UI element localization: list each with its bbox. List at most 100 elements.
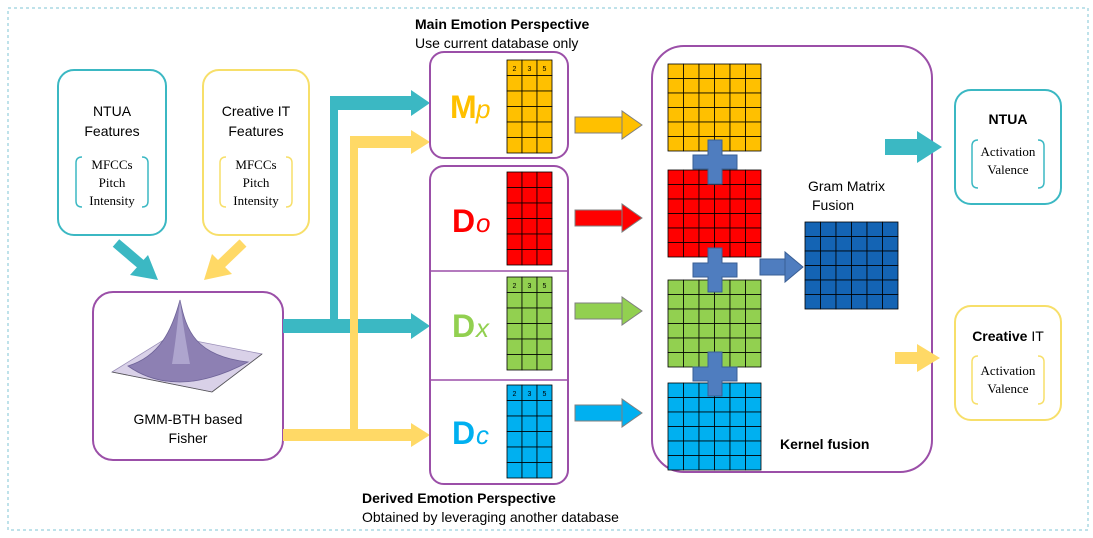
do-large-cell — [698, 184, 715, 200]
ntua-to-gmm-arrow — [112, 239, 158, 280]
gram-cell — [866, 250, 883, 266]
gram-cell — [851, 236, 868, 252]
mp-small-cell — [521, 90, 538, 107]
dc-large-cell — [683, 426, 700, 442]
gram-cell — [851, 265, 868, 281]
creative-feature-pitch: Pitch — [243, 175, 270, 190]
do-large-cell — [714, 184, 731, 200]
do-large-cell — [745, 198, 762, 214]
dx-small-cell — [506, 338, 523, 355]
mp-small-cell — [536, 90, 553, 107]
dc-small-cell — [536, 446, 553, 463]
do-large-cell — [729, 242, 746, 258]
dc-large-cell — [683, 397, 700, 413]
ntua-output-title: NTUA — [989, 111, 1028, 127]
dx-large-cell — [745, 279, 762, 295]
do-small-cell — [506, 233, 523, 250]
gram-cell — [882, 221, 899, 237]
creative-output-title-bold: Creative — [972, 328, 1027, 344]
mp-small-cell — [521, 106, 538, 123]
mp-large-cell — [698, 63, 715, 79]
gram-cell — [804, 236, 821, 252]
matrix-label-do: D o — [452, 203, 490, 239]
mp-small-cell — [536, 121, 553, 138]
dx-large-cell — [683, 323, 700, 339]
creative-output-valence: Valence — [987, 381, 1028, 396]
mp-small-cell — [506, 106, 523, 123]
derived-perspective-subtitle: Obtained by leveraging another database — [362, 509, 619, 525]
dc-small-cell — [521, 400, 538, 417]
creative-output-left-brace — [971, 355, 979, 405]
mp-small-header-label: 2 — [513, 66, 517, 73]
mp-large-cell — [729, 78, 746, 94]
mp-large-cell — [714, 78, 731, 94]
do-large-cell — [729, 169, 746, 185]
dc-large-cell — [667, 426, 684, 442]
gmm-label-line1: GMM-BTH based — [134, 411, 243, 427]
mp-large-cell — [698, 121, 715, 137]
mp-large-cell — [714, 63, 731, 79]
do-to-kernel-arrow — [574, 203, 643, 233]
gram-cell — [851, 279, 868, 295]
creative-output-right-brace — [1037, 355, 1045, 405]
gram-cell — [851, 294, 868, 310]
outer-frame — [7, 7, 1089, 531]
mp-large-cell — [745, 63, 762, 79]
do-small-cell — [506, 187, 523, 204]
gram-cell — [804, 265, 821, 281]
do-large-cell — [667, 213, 684, 229]
do-small-cell — [521, 187, 538, 204]
do-large-cell — [745, 184, 762, 200]
do-small-matrix — [506, 171, 553, 266]
do-large-cell — [714, 227, 731, 243]
gram-cell — [866, 221, 883, 237]
creative-to-gmm-arrow — [204, 239, 247, 280]
creative-output-title-rest: IT — [1027, 328, 1044, 344]
do-large-matrix — [667, 169, 762, 258]
dc-small-cell — [521, 462, 538, 479]
dx-large-cell — [698, 323, 715, 339]
do-large-cell — [667, 198, 684, 214]
dx-large-cell — [729, 279, 746, 295]
creative-output-activation: Activation — [981, 363, 1036, 378]
dx-large-cell — [714, 294, 731, 310]
mp-large-cell — [745, 121, 762, 137]
creative-output-title: Creative IT — [972, 328, 1044, 344]
do-large-cell — [698, 213, 715, 229]
main-perspective-subtitle: Use current database only — [415, 35, 578, 51]
dc-large-cell — [667, 455, 684, 471]
dc-small-cell — [521, 446, 538, 463]
mp-large-cell — [745, 107, 762, 123]
dc-large-cell — [729, 411, 746, 427]
gram-matrix — [804, 221, 899, 310]
mp-large-cell — [667, 78, 684, 94]
do-small-cell — [536, 171, 553, 188]
ntua-features-title-1: NTUA — [93, 103, 132, 119]
gram-cell — [820, 279, 837, 295]
dc-large-cell — [683, 382, 700, 398]
do-small-cell — [536, 233, 553, 250]
dc-large-cell — [698, 455, 715, 471]
dx-large-cell — [745, 308, 762, 324]
gram-cell — [804, 250, 821, 266]
do-large-cell — [729, 184, 746, 200]
dx-large-cell — [729, 308, 746, 324]
dx-large-cell — [667, 352, 684, 368]
do-small-cell — [536, 187, 553, 204]
do-small-cell — [506, 218, 523, 235]
dc-large-matrix — [667, 382, 762, 471]
dx-small-header-label: 2 — [513, 283, 517, 290]
do-small-cell — [536, 202, 553, 219]
do-large-cell — [745, 227, 762, 243]
dc-large-cell — [714, 411, 731, 427]
gram-cell — [820, 294, 837, 310]
ntua-output-left-brace — [971, 139, 979, 189]
gram-cell — [866, 265, 883, 281]
dx-small-cell — [536, 307, 553, 324]
mp-large-cell — [683, 63, 700, 79]
gram-cell — [835, 236, 852, 252]
dx-small-cell — [536, 354, 553, 371]
ntua-output-arrow — [885, 131, 942, 163]
dc-large-cell — [667, 397, 684, 413]
do-large-cell — [714, 213, 731, 229]
